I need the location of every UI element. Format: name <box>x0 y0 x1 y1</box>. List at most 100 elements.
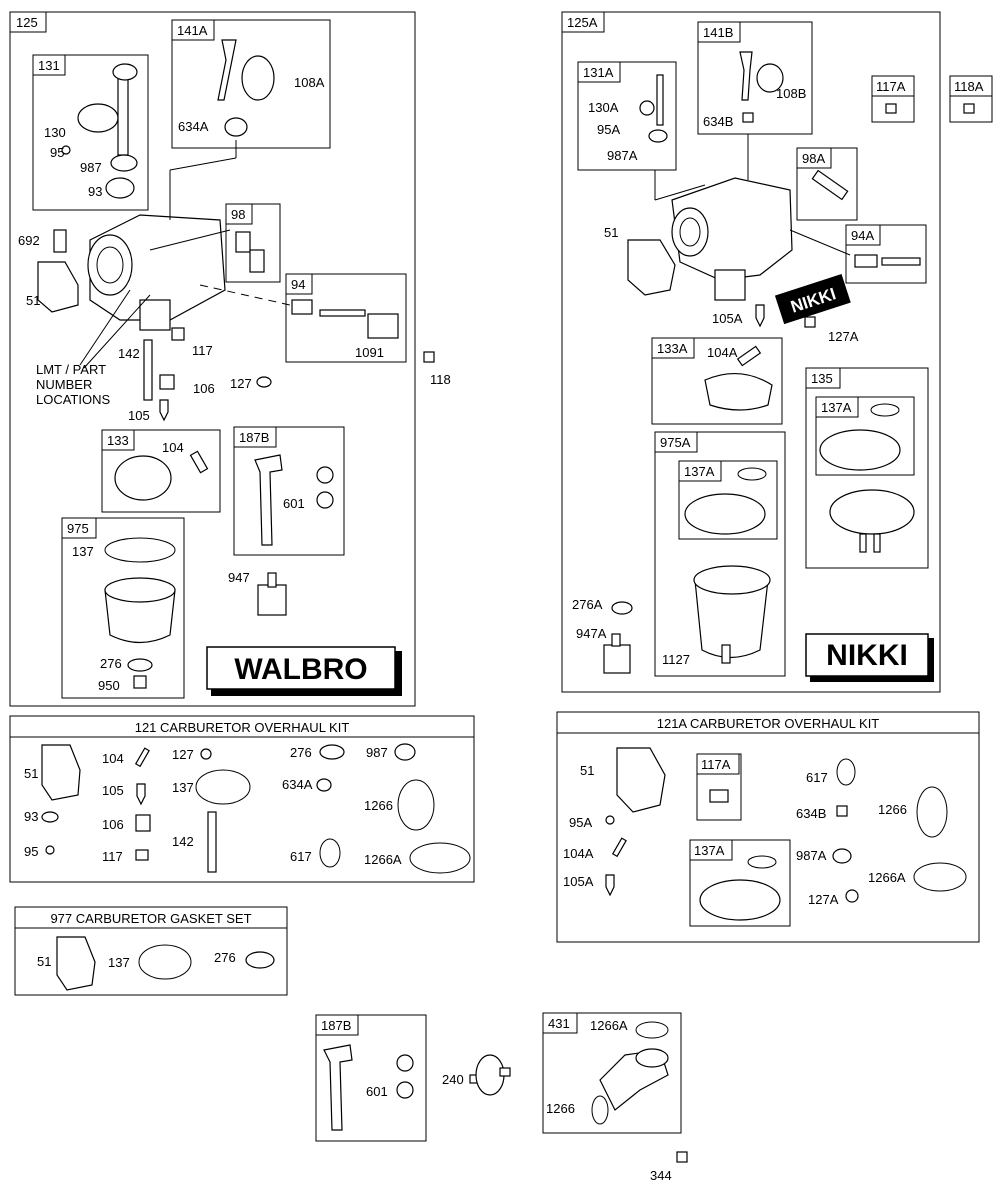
kit121-label-634a: 634A <box>282 777 313 792</box>
idle-screw-part <box>235 231 265 273</box>
label-104a: 104A <box>707 345 738 360</box>
float-133 <box>114 450 209 501</box>
solenoid-947a <box>603 633 631 674</box>
box-137a-kit <box>689 839 791 927</box>
kit121a-label-95a: 95A <box>569 815 592 830</box>
label-142: 142 <box>118 346 140 361</box>
box-187b-bottom <box>315 1014 427 1142</box>
box-133a <box>651 337 783 425</box>
part-692 <box>53 229 67 253</box>
box-133 <box>101 429 221 513</box>
choke-shaft-141b <box>739 51 784 123</box>
label-1127: 1127 <box>662 652 690 667</box>
label-1266-bottom: 1266 <box>546 1101 575 1116</box>
kit121a-label-1266a: 1266A <box>868 870 906 885</box>
label-127: 127 <box>230 376 252 391</box>
nikki-brand: NIKKI <box>826 639 908 672</box>
label-987a: 987A <box>607 148 638 163</box>
box-137a-kit-label: 137A <box>694 843 725 858</box>
label-947: 947 <box>228 570 250 585</box>
label-601-bottom: 601 <box>366 1084 388 1099</box>
box-98 <box>225 203 281 283</box>
box-94 <box>285 273 407 363</box>
fuel-line-187b-bottom <box>323 1044 414 1131</box>
kit121a-label-617: 617 <box>806 770 828 785</box>
label-634a: 634A <box>178 119 209 134</box>
intake-elbow-431 <box>591 1048 669 1125</box>
label-947a: 947A <box>576 626 607 641</box>
part-117 <box>171 327 185 341</box>
kit121-label-127: 127 <box>172 747 194 762</box>
kit-121a-frame <box>556 711 980 943</box>
label-276a: 276A <box>572 597 603 612</box>
throttle-shaft-part <box>61 63 138 199</box>
box-131a <box>577 61 677 171</box>
kit977-label-51: 51 <box>37 954 51 969</box>
kit121-label-95: 95 <box>24 844 38 859</box>
kit121-label-104: 104 <box>102 751 124 766</box>
label-692: 692 <box>18 233 40 248</box>
kit977-label-276: 276 <box>214 950 236 965</box>
kit121-label-106: 106 <box>102 817 124 832</box>
label-108b: 108B <box>776 86 806 101</box>
float-bowl-975 <box>104 537 176 689</box>
idle-screw-98a <box>811 169 849 201</box>
box-141b-label: 141B <box>703 25 733 40</box>
box-131a-label: 131A <box>583 65 614 80</box>
walbro-brand-box <box>206 646 396 690</box>
kit121-label-51: 51 <box>24 766 38 781</box>
box-137a-1 <box>815 396 915 476</box>
box-118a-label: 118A <box>954 79 984 94</box>
choke-shaft-part <box>217 39 275 137</box>
float-133a <box>704 345 773 411</box>
kit-121-title: 121 CARBURETOR OVERHAUL KIT <box>135 720 350 735</box>
section-125-frame <box>9 11 416 707</box>
box-141a-label: 141A <box>177 23 208 38</box>
box-431-label: 431 <box>548 1016 570 1031</box>
section-125-tag <box>9 11 47 33</box>
part-127a <box>804 316 816 328</box>
kit121a-label-51: 51 <box>580 763 594 778</box>
box-135 <box>805 367 929 569</box>
label-95: 95 <box>50 145 64 160</box>
kit121a-label-1266: 1266 <box>878 802 907 817</box>
lmt-note-line1: LMT / PART <box>36 362 106 377</box>
part-344 <box>676 1151 688 1163</box>
box-133a-label: 133A <box>657 341 688 356</box>
label-51: 51 <box>26 293 40 308</box>
label-344: 344 <box>650 1168 672 1183</box>
label-108a: 108A <box>294 75 325 90</box>
kit-977-title: 977 CARBURETOR GASKET SET <box>50 911 251 926</box>
label-95a: 95A <box>597 122 620 137</box>
box-137a-1-label: 137A <box>821 400 852 415</box>
part-276a <box>611 601 633 615</box>
bowl-plate-135 <box>829 489 915 553</box>
lmt-note-line2: NUMBER <box>36 377 92 392</box>
label-104: 104 <box>162 440 184 455</box>
part-118a-icon <box>963 103 975 114</box>
box-141a <box>171 19 331 149</box>
box-117a-label: 117A <box>876 79 906 94</box>
label-105: 105 <box>128 408 150 423</box>
kit121a-gasket-51 <box>616 747 666 813</box>
label-1266a-bottom: 1266A <box>590 1018 628 1033</box>
kit121-label-617: 617 <box>290 849 312 864</box>
part-105a <box>755 304 765 328</box>
part-142 <box>143 339 153 401</box>
kit121a-label-104a: 104A <box>563 846 594 861</box>
kit977-label-137: 137 <box>108 955 130 970</box>
box-431 <box>542 1012 682 1134</box>
box-135-label: 135 <box>811 371 833 386</box>
kit121-label-987: 987 <box>366 745 388 760</box>
label-118: 118 <box>430 372 451 387</box>
kit121-label-142: 142 <box>172 834 194 849</box>
label-601: 601 <box>283 496 305 511</box>
kit121-label-1266a: 1266A <box>364 852 402 867</box>
label-117: 117 <box>192 343 213 358</box>
kit-977-frame <box>14 906 288 996</box>
box-117a-kit-label: 117A <box>701 757 731 772</box>
label-240: 240 <box>442 1072 464 1087</box>
label-130: 130 <box>44 125 66 140</box>
box-137a-2 <box>678 460 778 540</box>
